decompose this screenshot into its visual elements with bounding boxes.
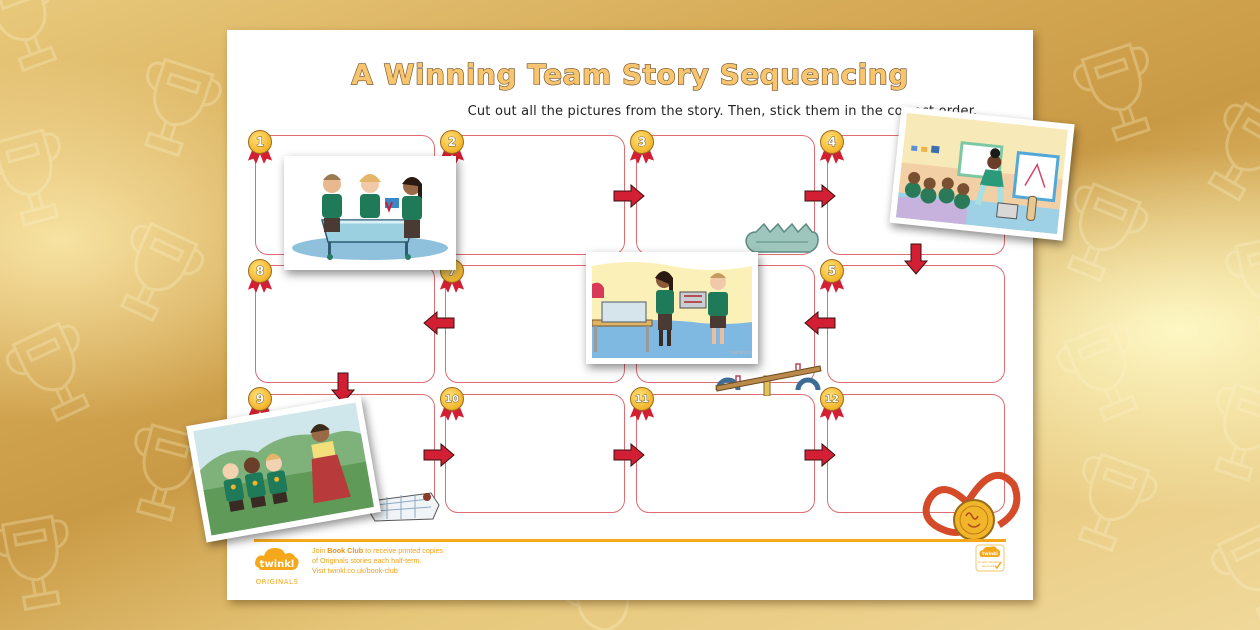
classroom-illustration [895,112,1069,235]
egg-carton-icon [745,222,819,253]
arrow-right-icon [613,443,645,467]
trophy-icon [1073,42,1152,143]
book-club-url[interactable]: Visit twinkl.co.uk/book-club [312,566,398,575]
svg-text:twinkl: twinkl [982,551,998,557]
medal-badge-10: 10 [439,387,465,423]
arrow-left-icon [804,311,836,335]
medal-badge-8: 8 [247,259,273,295]
arrow-right-icon [804,443,836,467]
svg-text:twinkl: twinkl [260,559,295,570]
medal-winners-illustration [193,402,374,536]
seesaw-icon [715,363,822,396]
medal-badge-9: 9 [247,387,273,423]
arrow-right-icon [613,184,645,208]
picture-card-classroom[interactable] [889,106,1075,241]
sequence-box-5[interactable] [827,265,1005,383]
handing-box-illustration: twinkl.com [592,262,752,358]
twinkl-originals-logo: twinkl ORIGINALS [255,548,299,586]
svg-text:Quality Standard: Quality Standard [978,560,1000,564]
arrow-right-icon [423,443,455,467]
trophy-icon [1213,382,1260,483]
trophy-icon [1077,452,1158,553]
medal-badge-12: 12 [819,387,845,423]
medal-badge-5: 5 [819,259,845,295]
svg-text:ORIGINALS: ORIGINALS [256,578,299,586]
instructions: Cut out all the pictures from the story.… [467,104,978,119]
water-tray-illustration [292,174,448,260]
ice-tray-icon [368,492,440,522]
gold-medal-icon [922,472,1021,541]
book-club-info: Join Book Club to receive printed copies… [312,546,444,575]
svg-text:twinkl.com: twinkl.com [730,350,752,356]
footer-divider [254,539,1006,542]
trophy-icon [0,514,69,612]
sequence-box-10[interactable] [445,394,625,513]
picture-card-water-tray[interactable] [284,156,456,270]
medal-badge-2: 2 [439,130,465,166]
picture-card-medal-winners[interactable] [186,395,381,543]
medal-badge-3: 3 [629,130,655,166]
trophy-icon [1066,181,1149,283]
trophy-icon [143,57,222,158]
medal-badge-4: 4 [819,130,845,166]
trophy-icon [5,321,91,423]
picture-card-handing-box[interactable]: twinkl.com [586,252,758,364]
trophy-icon [1225,234,1260,332]
trophy-icon [0,128,61,227]
trophy-icon [0,0,58,73]
page-title: A Winning Team Story Sequencing [351,57,909,91]
quality-standard-badge: twinkl Quality Standard Approved [975,544,1005,572]
medal-badge-11: 11 [629,387,655,423]
trophy-icon [1056,321,1139,423]
sequence-box-11[interactable] [636,394,815,513]
medal-badge-1: 1 [247,130,273,166]
trophy-icon [1210,521,1260,623]
trophy-icon [1207,101,1260,202]
arrow-left-icon [423,311,455,335]
sequence-box-8[interactable] [255,265,435,383]
arrow-right-icon [804,184,836,208]
svg-text:Approved: Approved [982,564,995,568]
sequence-box-2[interactable] [445,135,625,255]
book-club-link[interactable]: Book Club [327,546,364,555]
arrow-down-icon [904,243,928,275]
trophy-icon [119,221,205,323]
